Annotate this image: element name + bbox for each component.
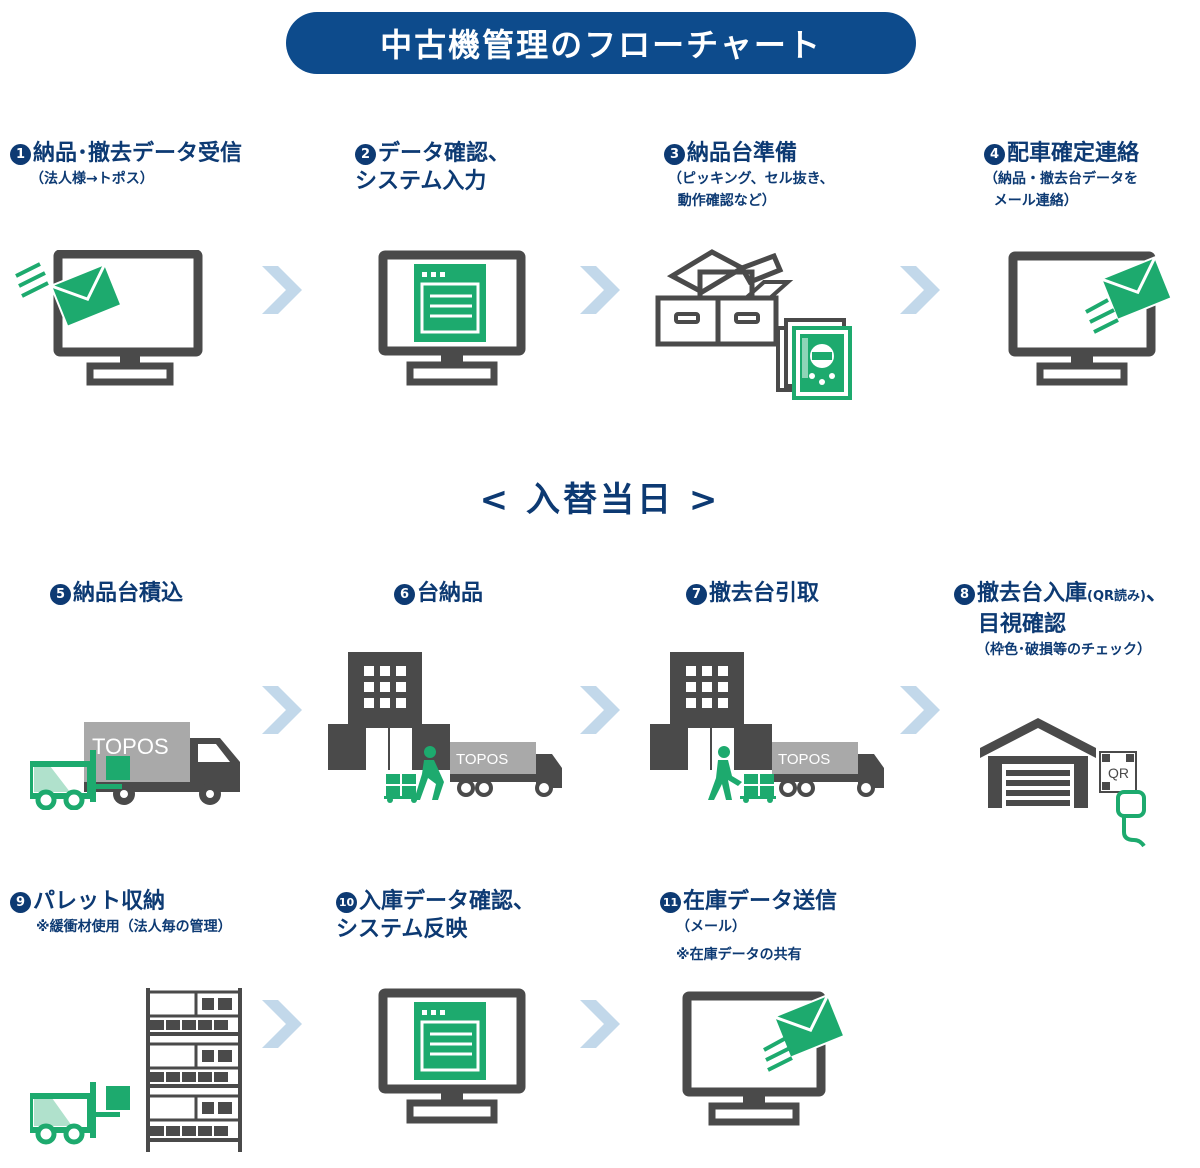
step-11-subtitle: （メール） xyxy=(676,919,746,935)
step-number-badge: 3 xyxy=(664,144,685,165)
step-number-badge: 1 xyxy=(10,144,31,165)
truck-logo-text: TOPOS xyxy=(92,734,169,759)
step-number-badge: 7 xyxy=(686,584,707,605)
step-number-badge: 6 xyxy=(394,584,415,605)
monitor-data-entry-icon xyxy=(378,250,526,386)
truck-logo-text: TOPOS xyxy=(456,751,508,768)
flow-arrow-icon xyxy=(262,266,302,314)
flow-arrow-icon xyxy=(580,686,620,734)
monitor-outgoing-mail-icon xyxy=(1008,251,1173,386)
step-number-badge: 8 xyxy=(954,584,975,605)
monitor-send-stock-mail-icon xyxy=(682,991,846,1126)
flow-arrow-icon xyxy=(580,266,620,314)
monitor-incoming-mail-icon xyxy=(15,250,203,386)
flow-arrow-icon xyxy=(900,686,940,734)
flow-arrow-icon xyxy=(262,1000,302,1048)
flow-arrow-icon xyxy=(900,266,940,314)
flow-arrow-icon xyxy=(262,686,302,734)
boxes-and-game-machines-icon xyxy=(655,249,852,400)
step-8-subtitle: （枠色･破損等のチェック） xyxy=(976,642,1151,658)
day-of-replacement-label: < 入替当日 > xyxy=(479,480,721,520)
qr-code-text: QR xyxy=(1108,765,1129,781)
step-1-subtitle: （法人様→トポス） xyxy=(30,171,154,187)
warehouse-qr-scan-icon: QR xyxy=(980,718,1146,848)
page-title: 中古機管理のフローチャート xyxy=(286,12,916,74)
hall-delivery-icon: TOPOS xyxy=(328,652,562,803)
step-number-badge: 10 xyxy=(336,892,357,913)
hall-pickup-icon: TOPOS xyxy=(650,652,884,803)
step-11-note: ※在庫データの共有 xyxy=(676,947,802,963)
monitor-data-check-icon xyxy=(378,988,526,1124)
step-number-badge: 5 xyxy=(50,584,71,605)
truck-logo-text: TOPOS xyxy=(778,751,830,768)
step-number-badge: 11 xyxy=(660,892,681,913)
step-9-subtitle: ※緩衝材使用（法人毎の管理） xyxy=(36,919,232,935)
flow-arrow-icon xyxy=(580,1000,620,1048)
step-number-badge: 4 xyxy=(984,144,1005,165)
step-3-subtitle: （ピッキング、セル抜き、 動作確認など） xyxy=(668,171,834,209)
forklift-loading-truck-icon: TOPOS xyxy=(30,722,240,810)
step-4-subtitle: （納品・撤去台データを メール連絡） xyxy=(984,171,1138,209)
forklift-pallet-rack-icon xyxy=(30,988,242,1152)
step-8-title-line2: 目視確認 xyxy=(978,612,1067,637)
step-number-badge: 9 xyxy=(10,892,31,913)
step-number-badge: 2 xyxy=(355,144,376,165)
